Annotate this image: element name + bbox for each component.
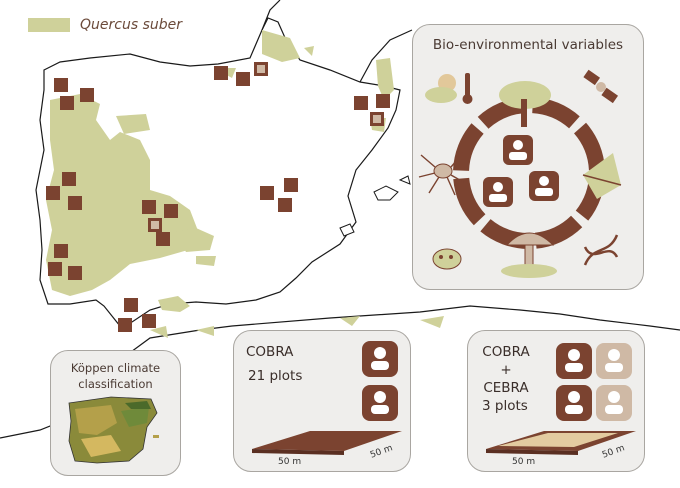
insect-icon	[432, 248, 462, 270]
cebra-panel: COBRA + CEBRA 3 plots 50 m 50 m	[467, 330, 645, 472]
bio-cycle-diagram	[418, 69, 622, 278]
bio-environmental-panel: Bio-environmental variables	[412, 24, 644, 290]
researcher-icon	[556, 343, 592, 379]
cycle-ring	[453, 97, 605, 249]
cobra-panel: COBRA 21 plots 50 m 50 m	[233, 330, 411, 472]
cebra-name: COBRA + CEBRA	[482, 343, 530, 397]
cobra-plots: 21 plots	[248, 368, 303, 384]
legend-swatch	[28, 18, 70, 32]
cobra-dim-x: 50 m	[278, 457, 302, 467]
koppen-title-line1: Köppen climate	[70, 361, 161, 375]
sun-cloud-icon	[425, 74, 457, 103]
researcher-icon	[362, 385, 398, 421]
cebra-name-line3: CEBRA	[483, 380, 529, 396]
dna-icon	[583, 234, 619, 266]
plot-markers-cebra	[148, 62, 384, 232]
leaf-icon	[582, 153, 622, 199]
cebra-name-line2: +	[500, 362, 512, 378]
researcher-icon	[596, 385, 632, 421]
plot-markers	[46, 66, 390, 332]
france-coast	[261, 0, 413, 83]
cobra-name: COBRA	[246, 344, 294, 360]
researcher-icon	[362, 341, 398, 377]
cebra-plots: 3 plots	[482, 398, 528, 414]
legend-label: Quercus suber	[80, 17, 182, 33]
spider-icon	[418, 152, 466, 196]
cobra-plot-diagram	[252, 431, 402, 455]
koppen-map	[68, 396, 159, 464]
researcher-icon	[483, 135, 559, 207]
koppen-title-line2: classification	[78, 377, 153, 391]
cebra-plot-diagram	[486, 431, 636, 455]
researcher-icon	[596, 343, 632, 379]
bio-panel-title: Bio-environmental variables	[432, 37, 624, 53]
satellite-icon	[583, 69, 619, 104]
cebra-dim-x: 50 m	[512, 457, 536, 467]
legend: Quercus suber	[28, 17, 182, 33]
cebra-name-line1: COBRA	[482, 344, 530, 360]
mushroom-icon	[501, 232, 557, 278]
balearic-islands	[339, 175, 411, 237]
koppen-title: Köppen climate classification	[51, 360, 180, 392]
thermometer-icon	[462, 73, 473, 104]
tree-icon	[499, 81, 551, 127]
researcher-icon	[556, 385, 592, 421]
koppen-panel: Köppen climate classification	[50, 350, 181, 476]
